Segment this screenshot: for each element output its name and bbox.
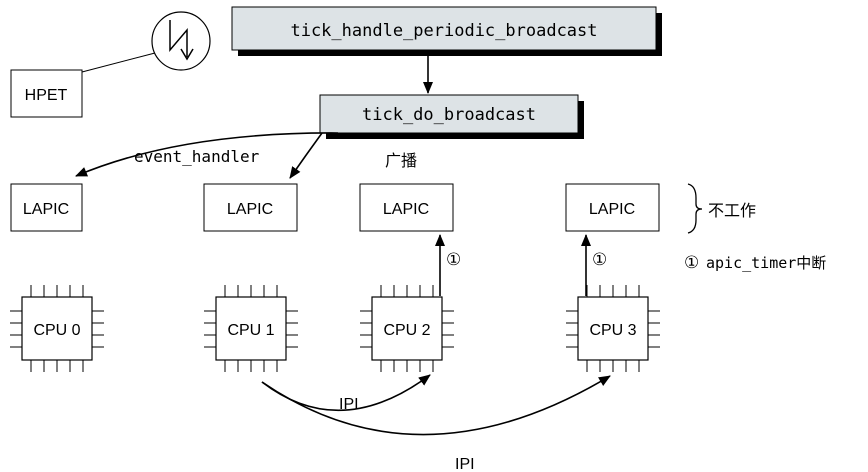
brace: [687, 183, 703, 234]
cpu-2-label: CPU 2: [383, 322, 430, 339]
event-handler-arrow-lapic0: [75, 132, 339, 177]
ipi-label-cpu2: IPI: [339, 396, 359, 413]
event-handler-label: event_handler: [134, 147, 260, 166]
cpu-2: CPU 2: [360, 285, 454, 372]
legend-text: apic_timer中断: [706, 254, 826, 272]
hpet-link: [81, 52, 156, 73]
lapic-2-label: LAPIC: [383, 201, 429, 218]
lapic-2: LAPIC: [359, 183, 454, 232]
apic-timer-marker-cpu2: ①: [446, 250, 461, 270]
do-broadcast-label: tick_do_broadcast: [362, 105, 536, 125]
lapic-0: LAPIC: [10, 183, 83, 232]
legend-marker: ①: [684, 253, 699, 273]
hpet-node: HPET: [10, 69, 83, 118]
lapic-1-label: LAPIC: [227, 201, 273, 218]
periodic-broadcast-node: tick_handle_periodic_broadcast: [231, 6, 662, 56]
broadcast-label: 广播: [385, 151, 417, 170]
cpu-0-label: CPU 0: [33, 322, 80, 339]
cpu-body: [577, 296, 649, 361]
ipi-arrow-cpu3: [261, 375, 611, 436]
cpu-chips: CPU 0 CPU 1 CPU 2 CPU 3: [10, 285, 660, 372]
hpet-label: HPET: [25, 87, 68, 104]
cpu-3-label: CPU 3: [589, 322, 636, 339]
cpu-0: CPU 0: [10, 285, 104, 372]
lapic-0-label: LAPIC: [23, 201, 69, 218]
apic-timer-marker-cpu3: ①: [592, 250, 607, 270]
cpu-body: [371, 296, 443, 361]
cpu-3: CPU 3: [566, 285, 660, 372]
lapic-3-label: LAPIC: [589, 201, 635, 218]
ipi-label-cpu3: IPI: [455, 456, 475, 472]
cpu-body: [215, 296, 287, 361]
event-handler-arrow-lapic1: [289, 132, 323, 179]
cpu-1: CPU 1: [204, 285, 298, 372]
cpu-body: [21, 296, 93, 361]
interrupt-signal-icon: [151, 11, 211, 71]
cpu-1-label: CPU 1: [227, 322, 274, 339]
do-broadcast-node: tick_do_broadcast: [319, 94, 584, 139]
lapic-1: LAPIC: [203, 183, 298, 232]
lapic-3: LAPIC: [565, 183, 660, 232]
periodic-broadcast-label: tick_handle_periodic_broadcast: [290, 21, 597, 41]
not-working-note: 不工作: [708, 201, 756, 220]
